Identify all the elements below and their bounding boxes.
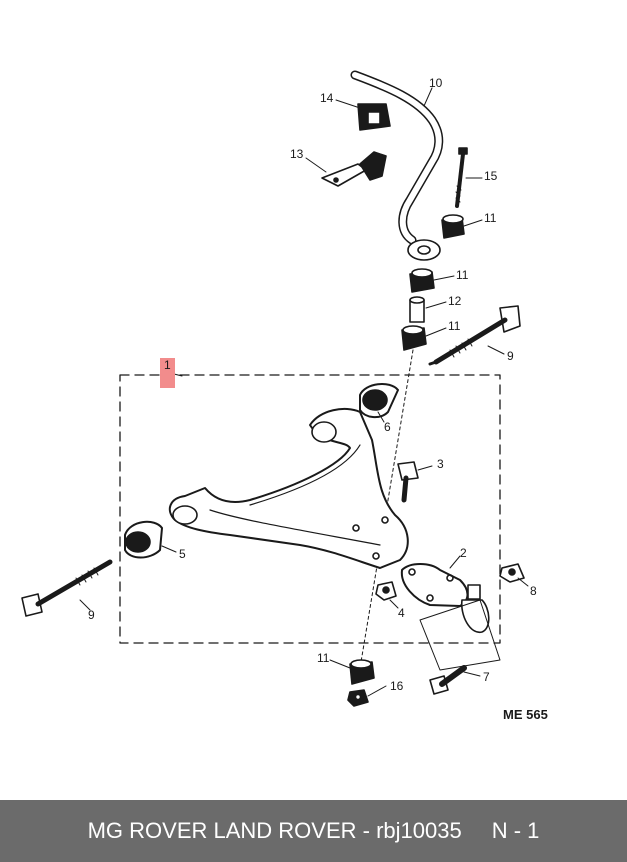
nut-4 — [375, 581, 397, 601]
bush-11-lower — [401, 325, 427, 351]
callout-3[interactable]: 3 — [437, 457, 444, 471]
callout-9-upper[interactable]: 9 — [507, 349, 514, 363]
footer-page: N - 1 — [491, 818, 540, 843]
clamp-13 — [321, 151, 387, 187]
bar-end-eye — [407, 239, 441, 261]
callout-13[interactable]: 13 — [290, 147, 304, 161]
callout-11-d[interactable]: 11 — [317, 651, 330, 665]
callout-8[interactable]: 8 — [530, 584, 537, 598]
callout-9-lower[interactable]: 9 — [88, 608, 95, 622]
bush-11-upper — [441, 214, 465, 239]
parts-diagram: 1 2 3 4 5 6 7 8 9 9 10 11 11 11 11 12 13… — [21, 70, 548, 722]
bush-5 — [124, 520, 163, 559]
bolt-3 — [397, 461, 419, 503]
bolt-7 — [429, 665, 467, 695]
bush-14 — [357, 103, 391, 131]
callout-7[interactable]: 7 — [483, 670, 490, 684]
bush-11-bottom — [349, 659, 375, 685]
sleeve-12 — [409, 296, 425, 323]
leader-lines — [79, 87, 529, 697]
bolt-15 — [455, 147, 468, 208]
link-axis — [357, 349, 414, 681]
callout-6[interactable]: 6 — [384, 420, 391, 434]
callout-4[interactable]: 4 — [398, 606, 405, 620]
callout-12[interactable]: 12 — [448, 294, 462, 308]
callout-11-b[interactable]: 11 — [456, 268, 469, 282]
footer-title: MG ROVER LAND ROVER - rbj10035 — [87, 818, 462, 843]
bolt-9-upper — [428, 305, 521, 366]
diagram-reference: ME 565 — [503, 707, 548, 722]
lower-arm — [168, 407, 409, 569]
callout-15[interactable]: 15 — [484, 169, 498, 183]
assembly-frame — [119, 374, 501, 644]
callout-2[interactable]: 2 — [460, 546, 467, 560]
footer-bar: MG ROVER LAND ROVER - rbj10035 N - 1 — [0, 800, 627, 862]
bolt-9-lower — [21, 559, 113, 617]
callout-5[interactable]: 5 — [179, 547, 186, 561]
ball-joint-2 — [400, 563, 501, 671]
bush-11-mid — [409, 268, 435, 293]
diagram-drawing — [21, 70, 529, 707]
callout-16[interactable]: 16 — [390, 679, 404, 693]
callout-10[interactable]: 10 — [429, 76, 443, 90]
nut-16 — [347, 689, 369, 707]
callout-11-c[interactable]: 11 — [448, 319, 461, 333]
bush-6 — [359, 383, 399, 418]
callout-14[interactable]: 14 — [320, 91, 334, 105]
callout-1[interactable]: 1 — [160, 358, 175, 388]
callout-11-a[interactable]: 11 — [484, 211, 497, 225]
